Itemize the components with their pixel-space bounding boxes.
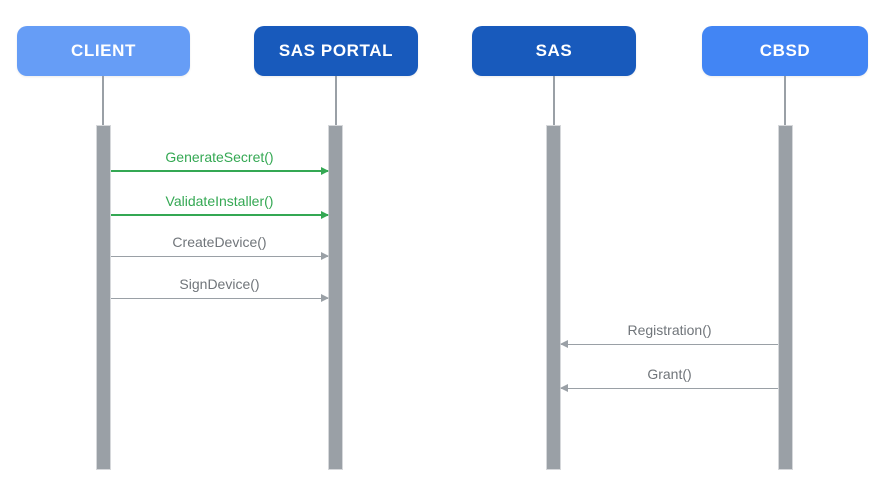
message-label: SignDevice() [179, 276, 260, 292]
message-grant: Grant() [560, 364, 778, 392]
message-label: GenerateSecret() [165, 149, 274, 165]
actor-label-sas-portal: SAS PORTAL [278, 41, 394, 60]
lifeline-sas-portal [335, 76, 337, 125]
message-label: ValidateInstaller() [165, 193, 274, 209]
message-label: Registration() [627, 322, 712, 338]
arrowhead-right-icon [321, 252, 329, 260]
activation-bar-cbsd [778, 125, 793, 470]
message-line [111, 170, 328, 172]
activation-bar-client [96, 125, 111, 470]
message-sign-device: SignDevice() [111, 274, 329, 302]
actor-label-client: CLIENT [71, 41, 136, 60]
arrowhead-right-icon [321, 211, 329, 219]
message-line [111, 298, 328, 299]
message-registration: Registration() [560, 320, 778, 348]
activation-bar-sas [546, 125, 561, 470]
arrowhead-right-icon [321, 294, 329, 302]
message-label: CreateDevice() [172, 234, 267, 250]
actor-box-sas: SAS [472, 26, 636, 76]
actor-label-cbsd: CBSD [759, 41, 811, 60]
message-line [111, 214, 328, 216]
arrowhead-right-icon [321, 167, 329, 175]
message-line [111, 256, 328, 257]
message-validate-installer: ValidateInstaller() [111, 191, 329, 219]
message-generate-secret: GenerateSecret() [111, 147, 329, 175]
message-line [561, 344, 778, 345]
activation-bar-sas-portal [328, 125, 343, 470]
actor-box-sas-portal: SAS PORTAL [254, 26, 418, 76]
message-create-device: CreateDevice() [111, 232, 329, 260]
message-label: Grant() [647, 366, 692, 382]
actor-box-cbsd: CBSD [702, 26, 868, 76]
lifeline-cbsd [784, 76, 786, 125]
actor-box-client: CLIENT [17, 26, 190, 76]
message-line [561, 388, 778, 389]
arrowhead-left-icon [560, 340, 568, 348]
lifeline-sas [553, 76, 555, 125]
arrowhead-left-icon [560, 384, 568, 392]
lifeline-client [102, 76, 104, 125]
actor-label-sas: SAS [535, 41, 573, 60]
